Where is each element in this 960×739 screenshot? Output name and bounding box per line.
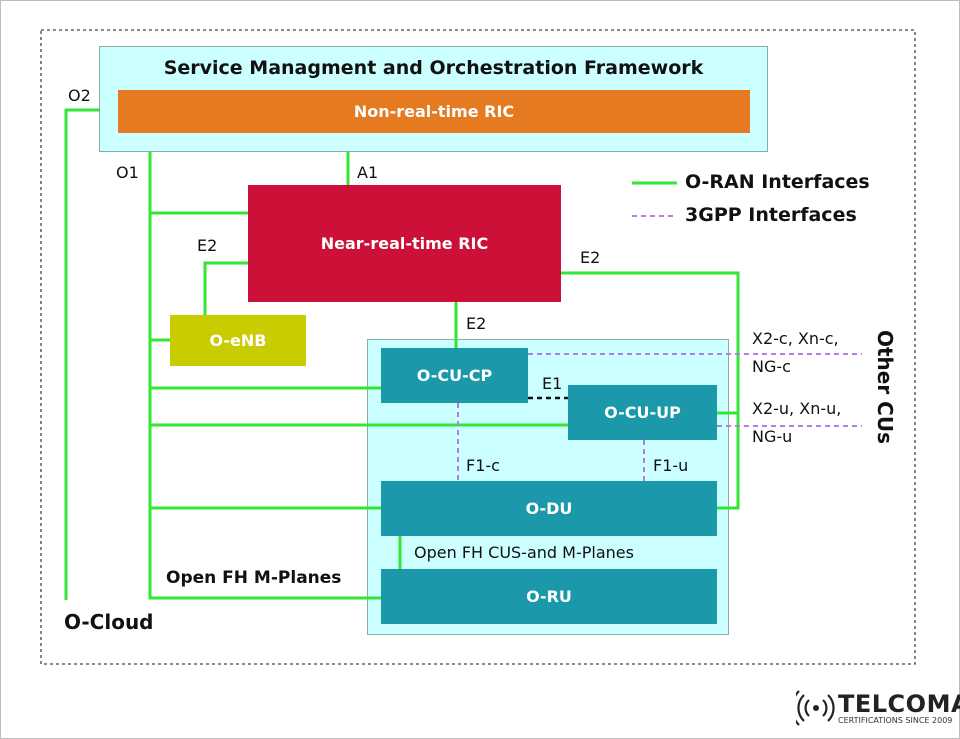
legend-oran: O-RAN Interfaces bbox=[685, 171, 870, 193]
o-cu-up-box: O-CU-UP bbox=[568, 385, 717, 440]
threegpp-interface-lines bbox=[457, 215, 862, 481]
o2-label: O2 bbox=[68, 86, 91, 105]
e2-right-label: E2 bbox=[580, 248, 601, 267]
open-fh-m-label: Open FH M-Planes bbox=[166, 568, 342, 588]
o-ru-box: O-RU bbox=[381, 569, 717, 624]
e2-to-o-enb bbox=[203, 261, 248, 315]
o2-line bbox=[64, 108, 99, 600]
o1-trunk bbox=[148, 152, 381, 600]
open-fh-cus-label: Open FH CUS-and M-Planes bbox=[414, 543, 634, 562]
f1-u-label: F1-u bbox=[653, 456, 689, 475]
o-cloud-boundary bbox=[40, 29, 916, 665]
a1-label: A1 bbox=[357, 163, 379, 182]
near-rt-ric-box: Near-real-time RIC bbox=[248, 185, 561, 302]
legend-3gpp: 3GPP Interfaces bbox=[685, 204, 857, 226]
xn-c-label-line1: X2-c, Xn-c, bbox=[752, 329, 839, 348]
o-enb-box: O-eNB bbox=[170, 315, 306, 366]
e2-bottom-label: E2 bbox=[466, 314, 487, 333]
oran-interface-lines bbox=[64, 108, 740, 600]
o-cloud-label: O-Cloud bbox=[64, 610, 154, 634]
xn-u-label-line2: NG-u bbox=[752, 427, 793, 446]
o-cu-cp-box: O-CU-CP bbox=[381, 348, 528, 403]
other-cus-label: Other CUs bbox=[873, 329, 897, 445]
xn-u-label-line1: X2-u, Xn-u, bbox=[752, 399, 842, 418]
e2-left-label: E2 bbox=[197, 236, 218, 255]
logo-tagline: CERTIFICATIONS SINCE 2009 bbox=[838, 716, 953, 725]
o-du-box: O-DU bbox=[381, 481, 717, 536]
non-rt-ric-box: Non-real-time RIC bbox=[118, 90, 750, 133]
xn-c-label-line2: NG-c bbox=[752, 357, 791, 376]
legend-3gpp-label: 3GPP Interfaces bbox=[685, 204, 857, 226]
o1-label: O1 bbox=[116, 163, 139, 182]
legend-oran-label: O-RAN Interfaces bbox=[685, 171, 870, 193]
logo-name: TELCOMA bbox=[838, 690, 960, 718]
signal-icon bbox=[790, 690, 835, 726]
e1-label: E1 bbox=[542, 374, 563, 393]
telcoma-logo: TELCOMA CERTIFICATIONS SINCE 2009 bbox=[790, 688, 960, 728]
e2-right-line bbox=[561, 271, 740, 510]
f1-c-label: F1-c bbox=[466, 456, 500, 475]
framework-title: Service Managment and Orchestration Fram… bbox=[163, 57, 704, 79]
